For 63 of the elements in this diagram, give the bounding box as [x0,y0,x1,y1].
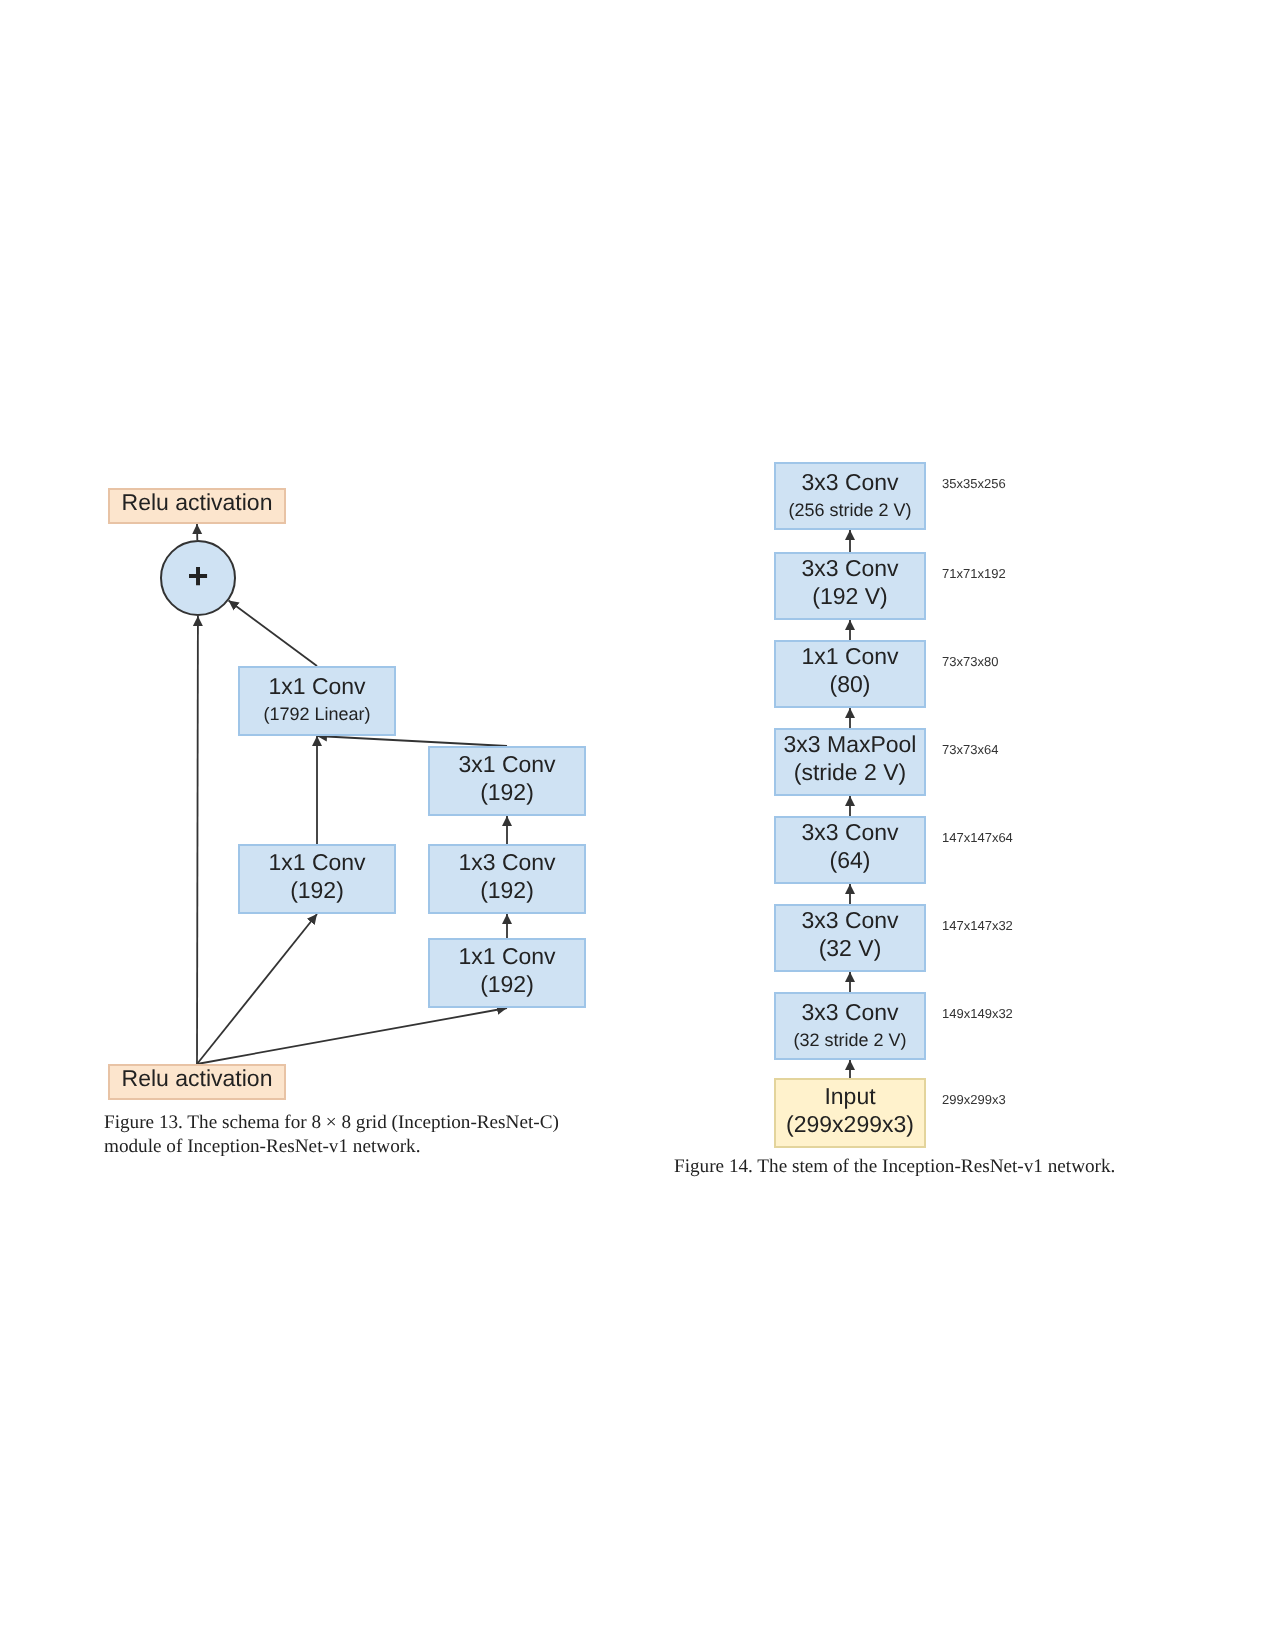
arrow [312,735,322,845]
layer-name: 3x3 MaxPool [783,734,917,762]
layer-name: 1x1 Conv [268,851,366,879]
arrow [845,795,855,817]
layer-name: 3x3 Conv [801,822,899,850]
arrow [192,615,203,1065]
layer-name: 3x1 Conv [458,753,556,781]
layer-name: 3x3 Conv [801,558,899,586]
layer-params: (192) [480,973,534,1001]
layer-params: (192) [290,879,344,907]
input-box [774,1078,926,1148]
layer-params: (192 V) [812,586,888,614]
layer-box [428,844,586,914]
layer-name: Relu activation [121,492,273,520]
layer-box [774,728,926,796]
arrow [845,883,855,905]
layer-params: (192) [480,781,534,809]
layer-name: 3x3 Conv [801,910,899,938]
layer-box [774,640,926,708]
layer-box [774,904,926,972]
arrow [502,815,512,845]
arrow [316,731,508,747]
layer-box [774,992,926,1060]
layer-box [238,666,396,736]
arrow [502,913,512,939]
layer-name: 3x3 Conv [801,471,899,499]
arrow [227,599,318,667]
layer-params: (64) [829,850,871,878]
arrow [192,523,203,541]
layer-params: (32 stride 2 V) [793,1029,907,1051]
figure-caption: Figure 13. The schema for 8 × 8 grid (Inception-ResNet-C) module of Inception-ResNet-v1 network. [104,1112,561,1158]
arrow [196,913,318,1065]
layer-name: 1x1 Conv [458,945,556,973]
arrow [845,707,855,729]
figure-caption: Figure 14. The stem of the Inception-ResNet-v1 network. [674,1156,1118,1179]
layer-name: 3x3 Conv [801,1001,899,1029]
arrow [845,971,855,993]
arrow [196,1004,508,1065]
layer-name: Relu activation [121,1068,273,1096]
layer-params: (32 V) [818,938,882,966]
arrow [845,529,855,553]
arrow [845,1059,855,1079]
layer-params: (stride 2 V) [793,762,907,790]
layer-params: (256 stride 2 V) [788,499,912,521]
layer-params: (299x299x3) [786,1113,914,1141]
layer-params: (80) [829,674,871,702]
activation-box [108,488,286,524]
layer-name: 1x3 Conv [458,851,556,879]
layer-box [238,844,396,914]
layer-params: (1792 Linear) [263,704,371,726]
layer-name: 1x1 Conv [268,676,366,704]
layer-params: (192) [480,879,534,907]
arrow [845,619,855,641]
layer-box [428,938,586,1008]
layer-name: 1x1 Conv [801,646,899,674]
plus-sign: + [187,556,209,600]
activation-box [108,1064,286,1100]
layer-box [774,552,926,620]
layer-name: Input [824,1085,876,1113]
layer-box [774,462,926,530]
layer-box [428,746,586,816]
add-circle [160,540,236,616]
layer-box [774,816,926,884]
